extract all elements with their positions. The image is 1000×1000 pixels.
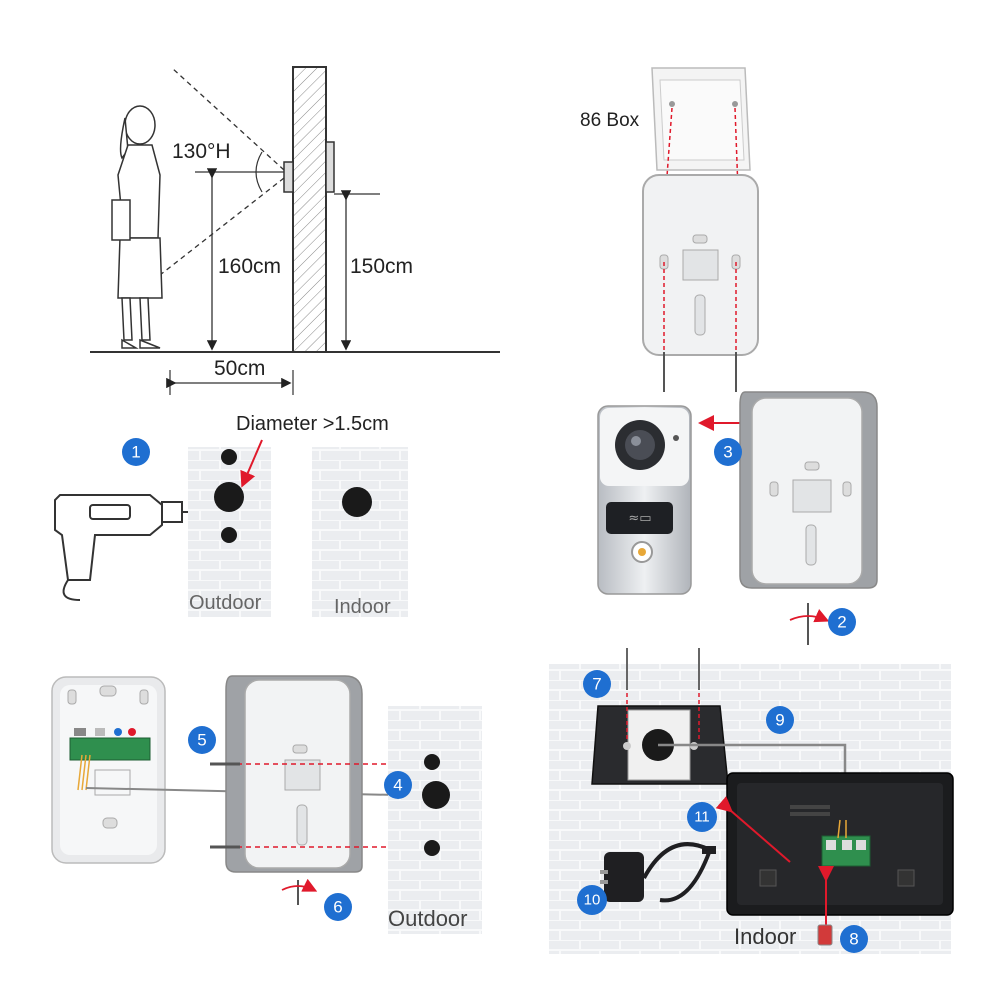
- svg-text:11: 11: [694, 809, 710, 826]
- monitor-screws: [626, 648, 700, 690]
- indoor-label-1: Indoor: [334, 596, 391, 618]
- step-badge-5: 5: [188, 726, 216, 754]
- camera-unit: [283, 161, 294, 193]
- drill-icon: [54, 494, 215, 601]
- monitor-unit: [325, 141, 335, 193]
- svg-text:9: 9: [775, 711, 784, 730]
- power-adapter-icon: [600, 842, 716, 903]
- step-badge-3: 3: [714, 438, 742, 466]
- step-badge-11: 11: [687, 802, 717, 832]
- svg-text:8: 8: [849, 930, 858, 949]
- svg-text:7: 7: [592, 675, 601, 694]
- svg-text:4: 4: [393, 776, 402, 795]
- distance-label: 50cm: [214, 357, 266, 380]
- indoor-label-2: Indoor: [734, 924, 797, 949]
- step-badge-2: 2: [828, 608, 856, 636]
- indoor-wall: [312, 447, 408, 617]
- drilling-diagram: [54, 439, 408, 617]
- svg-text:6: 6: [333, 898, 342, 917]
- monitor-mounting-diagram: [549, 648, 954, 954]
- doorbell-assembly: ≈▭: [597, 391, 878, 645]
- wall: [292, 66, 327, 353]
- box-mounting-diagram: [642, 67, 759, 392]
- outdoor-label-2: Outdoor: [388, 906, 468, 931]
- svg-text:≈▭: ≈▭: [628, 511, 651, 526]
- view-line-top: [171, 67, 285, 171]
- step-badge-9: 9: [766, 706, 794, 734]
- circuit-board: [69, 737, 151, 761]
- height-diagram: [90, 66, 500, 395]
- step-badge-1: 1: [122, 438, 150, 466]
- outdoor-wall-2: [388, 706, 482, 934]
- svg-text:5: 5: [197, 731, 206, 750]
- height-camera-label: 160cm: [218, 255, 282, 278]
- person-icon: [111, 105, 163, 349]
- svg-text:10: 10: [584, 892, 601, 909]
- diameter-label: Diameter >1.5cm: [236, 413, 389, 435]
- height-doorbell-label: 150cm: [350, 255, 414, 278]
- svg-text:2: 2: [837, 613, 846, 632]
- step-badge-4: 4: [384, 771, 412, 799]
- step-badge-8: 8: [840, 925, 868, 953]
- svg-text:3: 3: [723, 443, 732, 462]
- angle-label: 130°H: [172, 140, 231, 163]
- step-badge-7: 7: [583, 670, 611, 698]
- svg-text:1: 1: [131, 443, 140, 462]
- step-badge-6: 6: [324, 893, 352, 921]
- wiring-diagram: [51, 675, 482, 934]
- drill-hole: [214, 482, 244, 512]
- outdoor-label-1: Outdoor: [189, 592, 262, 614]
- sd-card: [817, 924, 833, 946]
- screws: [663, 352, 737, 392]
- step-badge-10: 10: [577, 885, 607, 915]
- box-label: 86 Box: [580, 110, 640, 131]
- step-badges: 1 2 3 4 5 6 7 8 9 10 11: [122, 438, 868, 953]
- rfid-panel: [606, 502, 673, 534]
